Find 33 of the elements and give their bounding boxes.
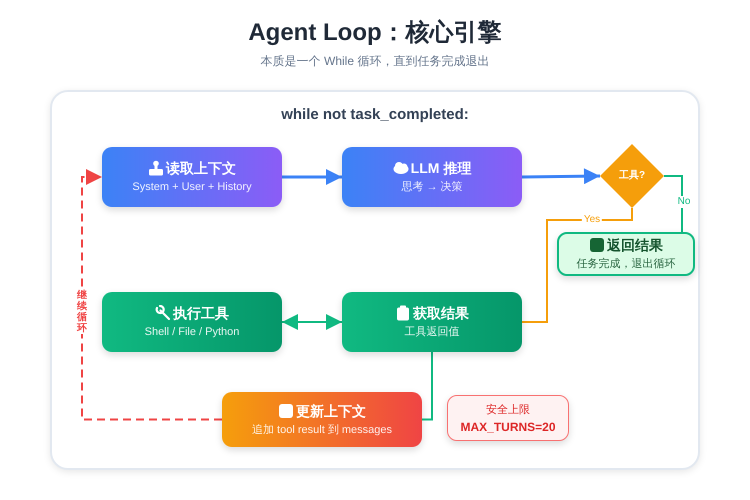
node-title: 更新上下文 xyxy=(296,402,366,420)
arrow xyxy=(282,169,342,185)
process-box xyxy=(342,292,522,352)
process-box xyxy=(557,232,695,276)
node-title: 安全上限 xyxy=(486,402,530,418)
edge-label: No xyxy=(676,196,692,208)
node-title: LLM 推理 xyxy=(410,159,472,177)
node-title: 读取上下文 xyxy=(166,159,236,177)
loop-container xyxy=(50,90,700,470)
arrow xyxy=(282,314,342,330)
arrow xyxy=(522,168,600,184)
process-box xyxy=(342,147,522,207)
node-title: 执行工具 xyxy=(173,304,229,322)
process-box xyxy=(102,292,282,352)
arrow xyxy=(81,169,222,420)
decision-label: 工具? xyxy=(618,168,646,183)
node-subtitle: 工具返回值 xyxy=(404,325,460,340)
title: Agent Loop：核心引擎 xyxy=(248,18,502,48)
subtitle: 本质是一个 While 循环，直到任务完成退出 xyxy=(260,53,490,70)
node-title: 获取结果 xyxy=(413,304,469,322)
node-title: 返回结果 xyxy=(607,236,663,254)
loop-heading: while not task_completed: xyxy=(281,106,469,123)
node-subtitle: 追加 tool result 到 messages xyxy=(252,422,392,438)
limit-value: MAX_TURNS=20 xyxy=(460,420,556,435)
node-subtitle: System + User + History xyxy=(132,180,252,195)
decision-diamond xyxy=(600,144,664,208)
node-subtitle: 思考 → 决策 xyxy=(401,180,463,195)
node-subtitle: Shell / File / Python xyxy=(144,325,240,340)
node-subtitle: 任务完成，退出循环 xyxy=(576,257,676,272)
edge-label: 继续循环 xyxy=(75,290,89,334)
process-box xyxy=(102,147,282,207)
process-box xyxy=(222,392,422,447)
note-box xyxy=(447,395,569,441)
